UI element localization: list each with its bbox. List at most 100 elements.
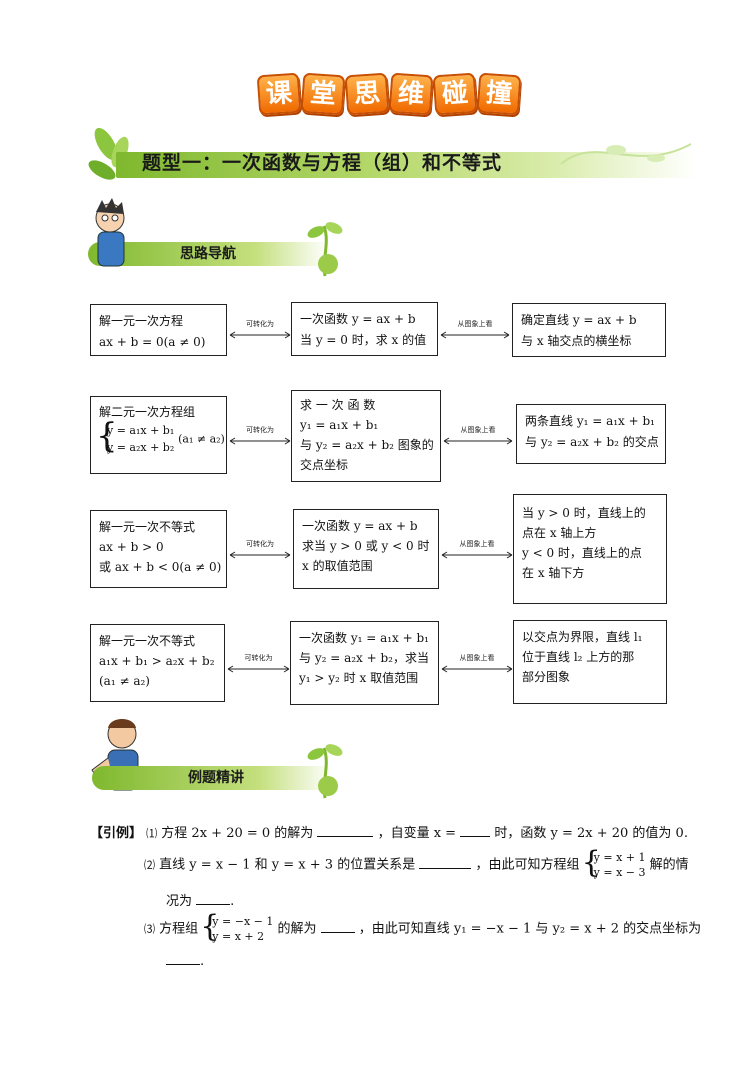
flow-text: 当 y = 0 时，求 x 的值 [300,333,427,347]
answer-blank[interactable] [320,920,355,933]
flow-row3-left: 解一元一次不等式 ax + b > 0 或 ax + b < 0(a ≠ 0) [90,510,227,588]
flow-text: 解一元一次方程 [99,314,184,328]
answer-blank[interactable] [196,892,231,905]
examples-banner: 例题精讲 [92,752,352,792]
question-number: ⑴ [146,827,158,840]
flow-row3-mid: 一次函数 y = ax + b 求当 y > 0 或 y < 0 时 x 的取值… [293,509,439,589]
double-arrow-icon [441,665,513,673]
top-title-banner: 课 堂 思 维 碰 撞 [0,0,756,120]
flow-row4-mid: 一次函数 y₁ = a₁x + b₁ 与 y₂ = a₂x + b₂，求当 y₁… [290,621,439,705]
flow-row4-right: 以交点为界限，直线 l₁ 位于直线 l₂ 上方的那 部分图象 [513,620,667,704]
flow-text: 在 x 轴下方 [522,566,585,580]
flow-text: (a₁ ≠ a₂) [99,674,150,688]
flow-text: 点在 x 轴上方 [522,526,597,540]
flow-row4-arrow1: 可转化为 [227,654,290,674]
question-text: ，由此可知方程组 [475,857,580,873]
double-arrow-icon [443,437,513,445]
arrow-label: 可转化为 [244,654,273,662]
flow-text: 一次函数 y = ax + b [300,312,416,326]
cartoon-student-icon [95,198,125,267]
flow-row1-left: 解一元一次方程 ax + b = 0(a ≠ 0) [90,304,227,356]
flow-text: y₁ > y₂ 时 x 取值范围 [299,671,419,685]
double-arrow-icon [227,665,290,673]
title-char: 碰 [432,72,478,116]
arrow-label: 可转化为 [246,426,274,434]
flow-row3-right: 当 y > 0 时，直线上的 点在 x 轴上方 y < 0 时，直线上的点 在 … [513,494,667,604]
flow-text: 与 y₂ = a₂x + b₂ 图象的 [300,438,434,452]
example-q3: ⑶ 方程组 y = −x − 1 y = x + 2 的解为 ，由此可知直线 y… [144,912,702,944]
flow-row3-arrow2: 从图象上看 [441,540,513,560]
section-title: 题型一：一次函数与方程（组）和不等式 [142,152,503,174]
double-arrow-icon [229,437,291,445]
equation-line: y = x + 1 [593,851,646,864]
question-text: 解的情 [649,857,689,873]
flow-row4-left: 解一元一次不等式 a₁x + b₁ > a₂x + b₂ (a₁ ≠ a₂) [90,624,225,702]
flow-text: 位于直线 l₂ 上方的那 [522,650,635,664]
equation-line: y = x − 3 [593,866,646,879]
flow-text: (a₁ ≠ a₂) [178,432,225,446]
question-text: . [200,954,205,969]
question-text: ，由此可知直线 y₁ = −x − 1 与 y₂ = x + 2 的交点坐标为 [358,921,702,937]
flow-row2-left: 解二元一次方程组 { y = a₁x + b₁ y = a₂x + b₂ (a₁… [90,396,227,474]
title-char: 维 [388,72,434,116]
flow-text: ax + b = 0(a ≠ 0) [99,335,206,349]
flow-text: 确定直线 y = ax + b [521,313,637,327]
sprout-icon [307,744,343,799]
examples-banner-bar [92,766,332,790]
answer-blank[interactable] [419,856,472,869]
flow-text: y < 0 时，直线上的点 [522,546,642,560]
flow-text: 求 一 次 函 数 [300,398,376,412]
question-number: ⑶ [144,922,155,936]
answer-blank[interactable] [317,824,374,837]
flow-text: 与 y₂ = a₂x + b₂，求当 [299,651,429,665]
section-banner: 题型一：一次函数与方程（组）和不等式 [86,122,698,194]
flow-text: y = a₂x + b₂ [107,441,175,454]
question-text: ，自变量 x = [377,826,457,841]
flow-text: 与 y₂ = a₂x + b₂ 的交点 [525,435,659,449]
flow-row3-arrow1: 可转化为 [229,540,291,560]
flow-text: y = a₁x + b₁ [107,424,175,437]
flow-text: 以交点为界限，直线 l₁ [522,630,643,644]
question-text: 况为 [166,894,193,909]
question-number: ⑵ [144,858,155,872]
brace-icon: { [96,416,118,456]
arrow-label: 从图象上看 [459,540,495,548]
question-text: 时，函数 y = 2x + 20 的值为 0. [494,826,688,841]
arrow-label: 从图象上看 [457,320,493,328]
vine-decoration-icon [560,143,692,165]
arrow-label: 从图象上看 [459,654,495,662]
nav-banner-bar [88,242,328,266]
equation-system: y = −x − 1 y = x + 2 [200,912,273,944]
flow-row1-arrow1: 可转化为 [229,320,291,340]
flow-text: ax + b > 0 [99,540,164,554]
flow-text: a₁x + b₁ > a₂x + b₂ [99,654,215,668]
title-char: 课 [256,72,302,116]
answer-blank[interactable] [460,824,491,837]
flow-row1-mid: 一次函数 y = ax + b 当 y = 0 时，求 x 的值 [291,302,438,356]
flow-row1-right: 确定直线 y = ax + b 与 x 轴交点的横坐标 [512,303,666,357]
sprout-icon [307,222,343,277]
example-q2: ⑵ 直线 y = x − 1 和 y = x + 3 的位置关系是 ，由此可知方… [144,848,689,880]
double-arrow-icon [440,331,510,339]
nav-banner: 思路导航 [88,228,348,268]
flow-text: 解一元一次不等式 [99,520,196,534]
section-banner-bar [116,152,696,178]
answer-blank[interactable] [166,952,200,965]
equation-line: y = x + 2 [212,930,265,943]
question-text: 方程 2x + 20 = 0 的解为 [161,826,314,841]
nav-banner-label: 思路导航 [180,246,236,262]
flow-row2-arrow1: 可转化为 [229,426,291,446]
flow-text: y₁ = a₁x + b₁ [300,418,379,432]
arrow-label: 从图象上看 [460,426,496,434]
flow-text: 交点坐标 [300,458,349,472]
arrow-label: 可转化为 [246,540,274,548]
examples-banner-label: 例题精讲 [188,770,244,786]
equation-system: { y = a₁x + b₁ y = a₂x + b₂ [96,418,175,456]
double-arrow-icon [229,551,291,559]
title-char: 思 [344,72,390,116]
flow-text: 一次函数 y = ax + b [302,519,418,533]
example-q1: 【引例】 ⑴ 方程 2x + 20 = 0 的解为 ，自变量 x = 时，函数 … [90,822,688,841]
title-char: 堂 [300,72,346,116]
flow-text: 求当 y > 0 或 y < 0 时 [302,539,430,553]
flow-text: 一次函数 y₁ = a₁x + b₁ [299,631,429,645]
